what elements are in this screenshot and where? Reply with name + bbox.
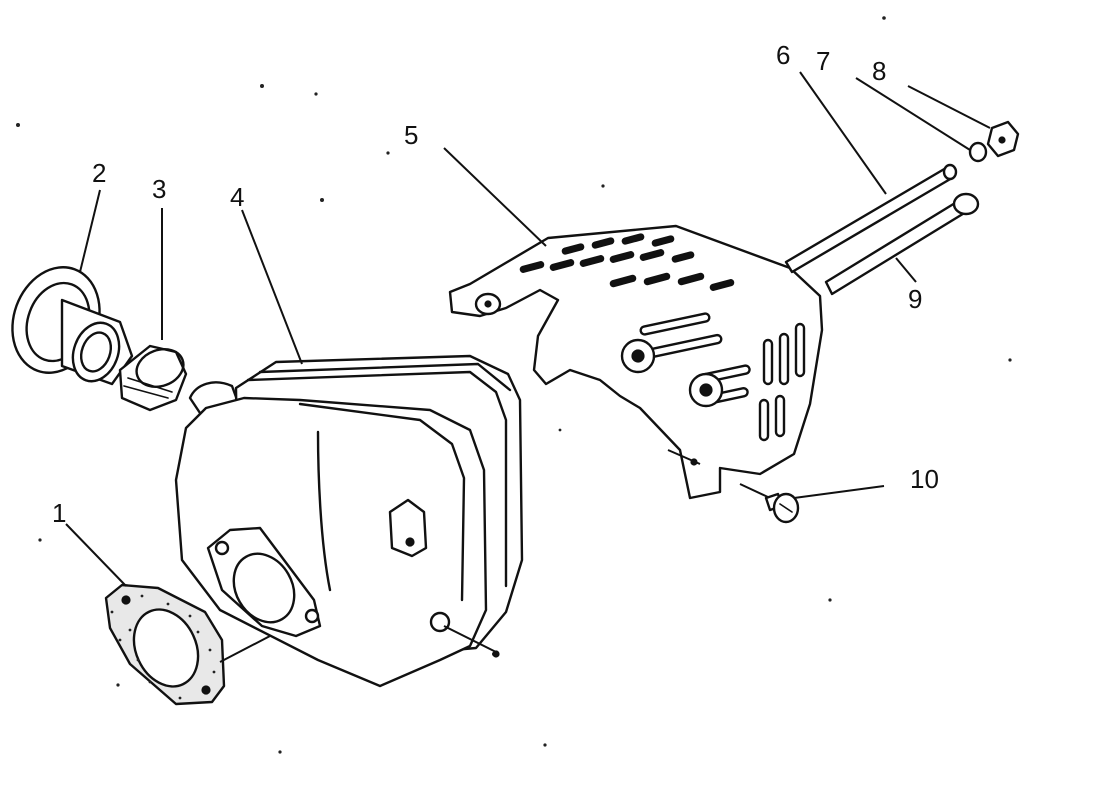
long-bolt-part-7 [784, 163, 958, 274]
callout-4: 4 [230, 182, 244, 212]
screw-part-10 [739, 483, 800, 524]
leader-1 [65, 523, 127, 587]
leader-4 [241, 209, 303, 365]
callout-2: 2 [92, 158, 106, 188]
callout-8: 8 [872, 56, 886, 86]
callout-labels: 1 2 3 4 5 6 7 8 9 10 [52, 40, 939, 528]
heat-shield-part-5 [448, 224, 824, 500]
nut-washer-part-8 [968, 120, 1020, 163]
callout-9: 9 [908, 284, 922, 314]
muffler-body-part-4 [174, 354, 524, 688]
leader-8 [907, 85, 991, 129]
callout-6: 6 [776, 40, 790, 70]
callout-7: 7 [816, 46, 830, 76]
clamp-ring-part-3 [118, 344, 188, 412]
gasket-part-1 [104, 583, 226, 706]
leader-10 [793, 485, 885, 499]
callout-1: 1 [52, 498, 66, 528]
leader-lines [65, 71, 991, 587]
deflector-cap-part-2 [11, 266, 134, 386]
leader-6 [799, 71, 887, 195]
leader-9 [895, 257, 917, 283]
leader-5 [443, 147, 547, 247]
leader-2 [79, 189, 101, 273]
callout-5: 5 [404, 120, 418, 150]
callout-10: 10 [910, 464, 939, 494]
leader-7 [855, 77, 971, 151]
callout-3: 3 [152, 174, 166, 204]
bolt-part-9 [824, 192, 980, 296]
